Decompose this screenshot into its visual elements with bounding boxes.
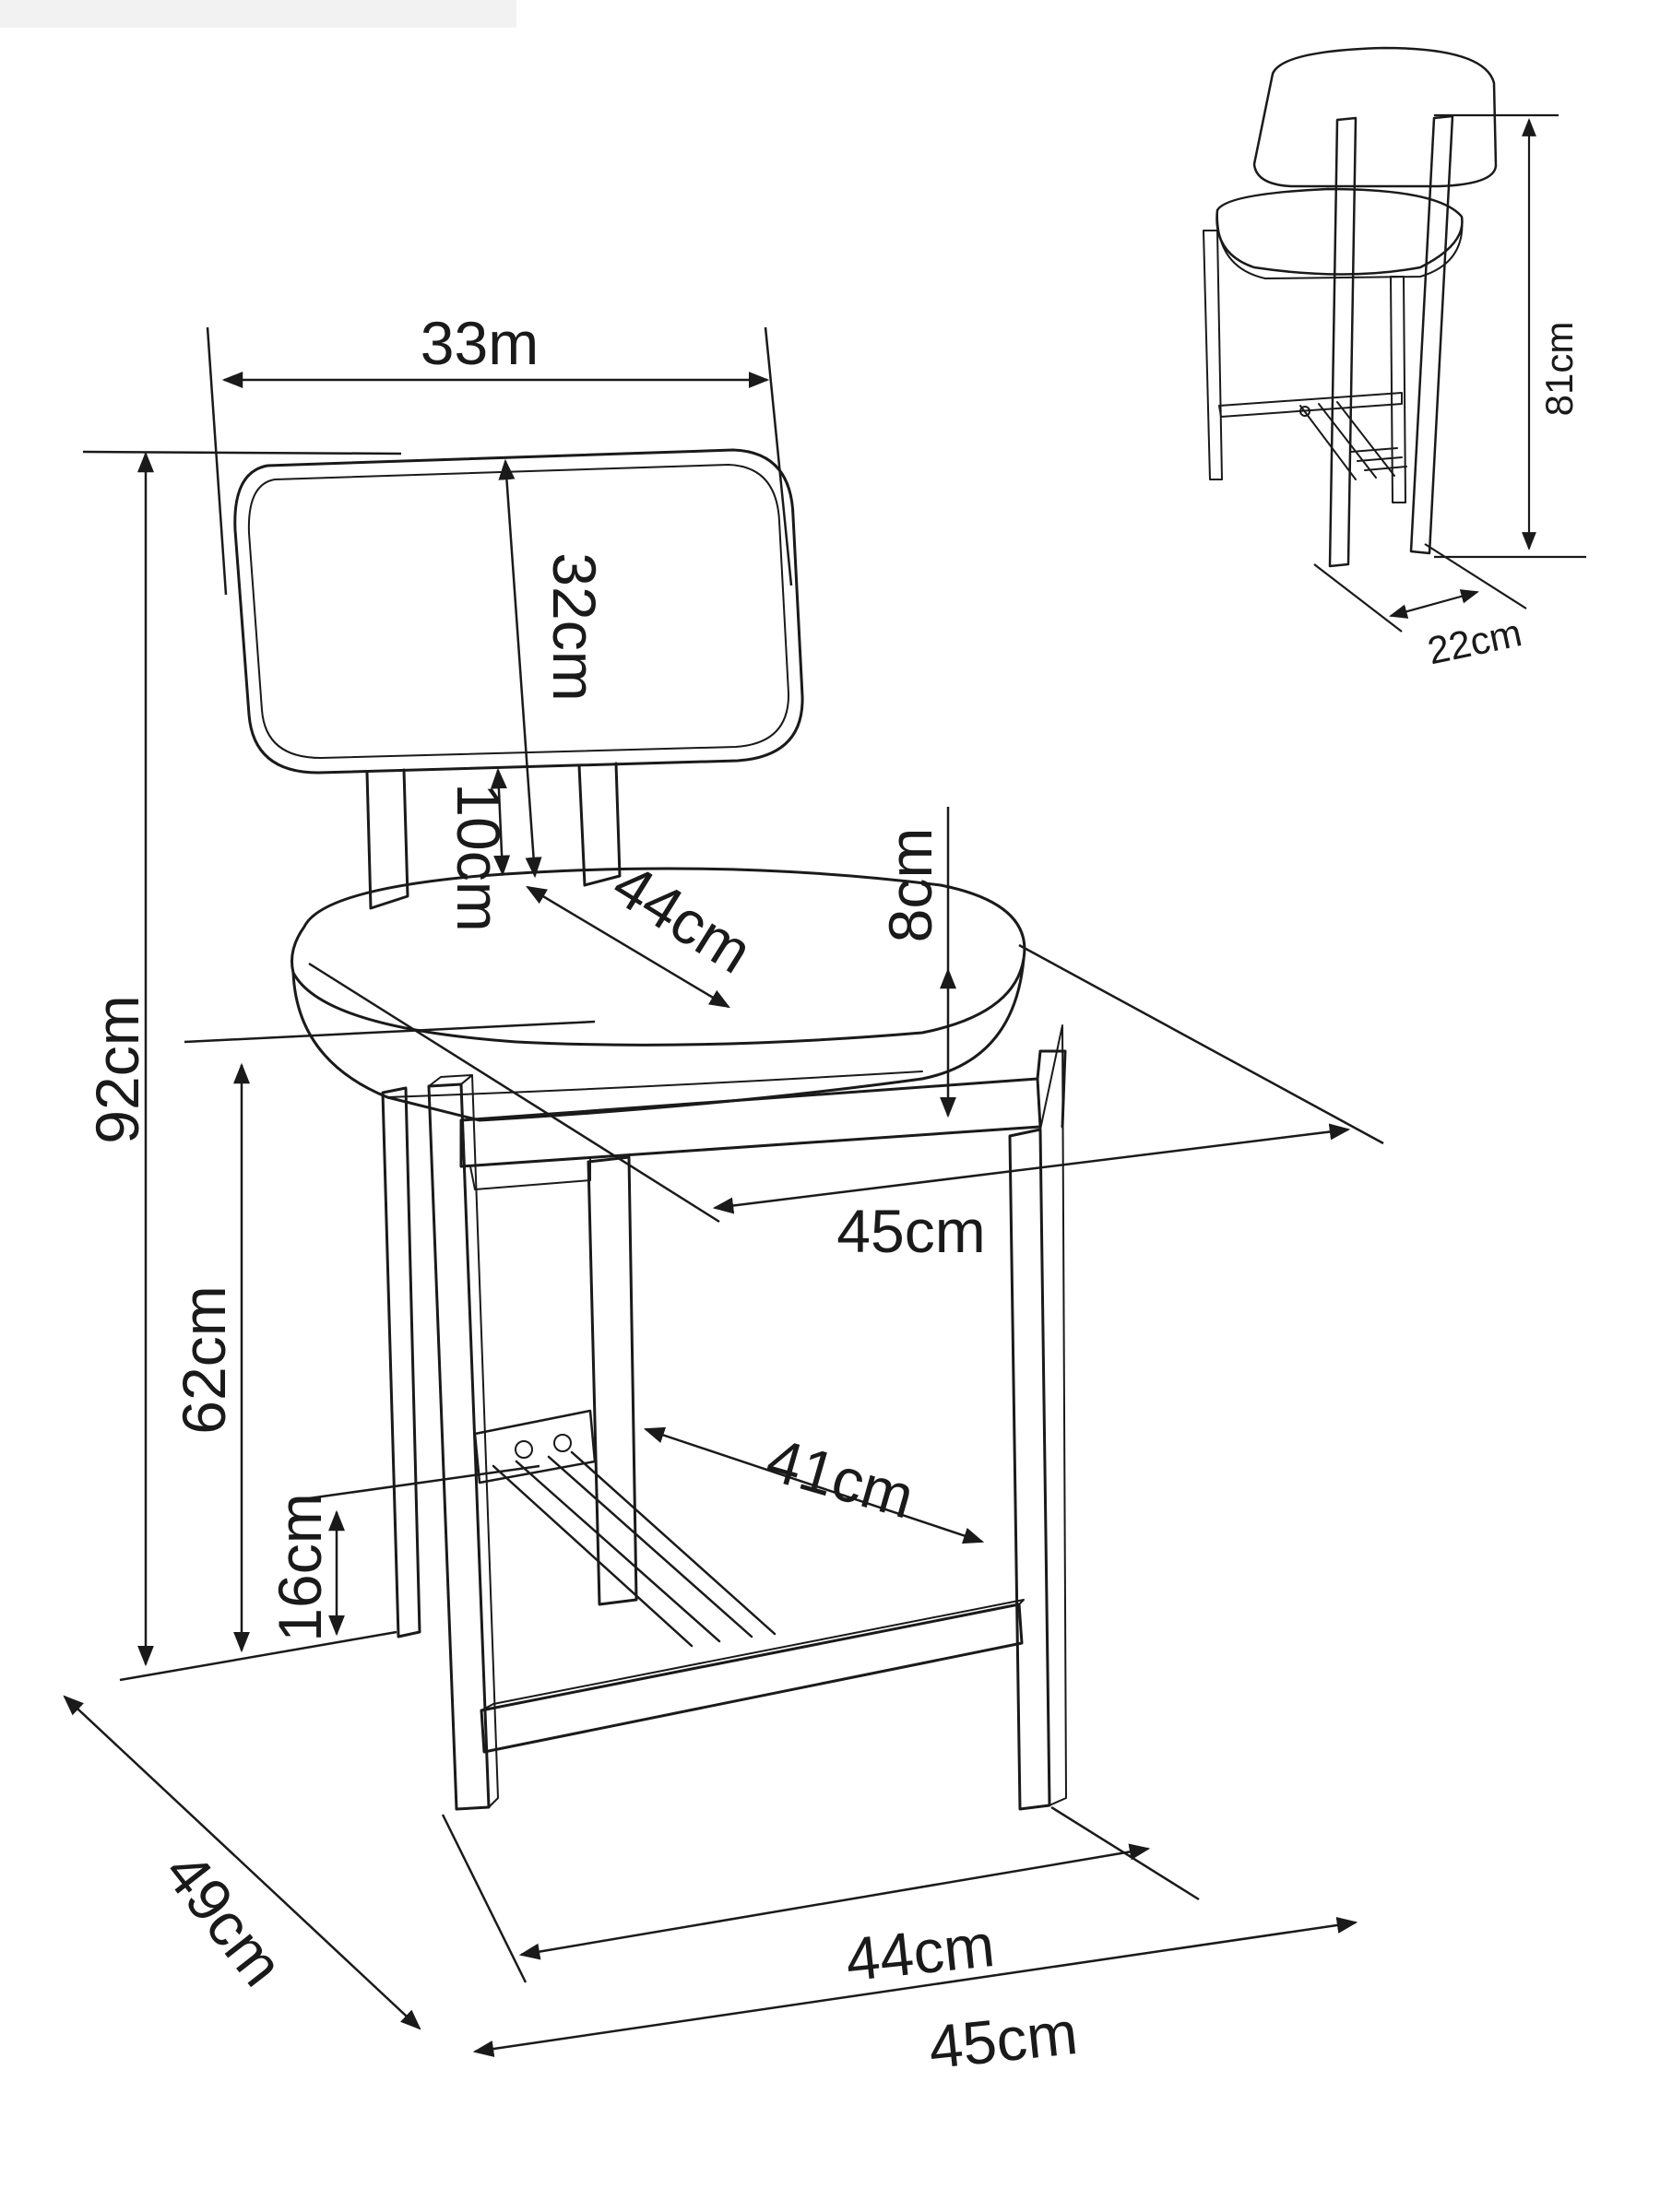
inset-dim-depth <box>1389 589 1479 619</box>
inset-rear-leg-left <box>1328 116 1358 568</box>
label-backrest-width: 33m <box>421 309 539 377</box>
dim-seat-width-ext-left <box>308 962 720 1224</box>
label-backrest-gap: 10cm <box>445 783 513 931</box>
dim-seat-width-ext-right <box>1018 943 1384 1145</box>
inset-dim-depth-ext-right <box>1424 543 1527 609</box>
label-seat-height: 62cm <box>170 1285 238 1434</box>
dim-backrest-width-ext-left <box>206 326 228 596</box>
front-right-leg-side <box>1039 1024 1067 1806</box>
inset-footrest-3 <box>1336 401 1395 477</box>
backrest <box>233 448 804 775</box>
dim-base-outer <box>472 1917 1358 2057</box>
inset-front-leg-left <box>1203 230 1223 480</box>
label-base-inner: 44cm <box>842 1910 997 1993</box>
main-dimensions <box>63 326 1384 2057</box>
seat-frame-front <box>459 1077 1042 1168</box>
inset-crossbar <box>1218 392 1403 418</box>
dim-seat-depth <box>526 885 730 1009</box>
inset-rear-leg-right <box>1409 114 1454 555</box>
front-left-leg <box>427 1082 491 1811</box>
label-base-depth: 49cm <box>151 1839 297 1998</box>
label-seat-thickness: 8cm <box>876 828 944 943</box>
label-base-outer: 45cm <box>925 1998 1080 2081</box>
dim-base-inner-ext-left <box>441 1814 528 1983</box>
inset-footrest-rungs <box>1350 447 1407 471</box>
label-footrest-height: 16cm <box>266 1493 334 1641</box>
inset-dimensions <box>1313 113 1586 633</box>
dim-backrest-width-ext-right <box>764 326 793 586</box>
footrest-bar-1 <box>492 1464 694 1648</box>
inset-labels: 81cm 22cm <box>1424 322 1581 673</box>
dim-total-height-ext-bottom <box>119 1630 397 1682</box>
inset-label-height: 81cm <box>1537 322 1581 417</box>
side-crossbar <box>469 1157 591 1190</box>
inset-chair <box>1203 46 1498 568</box>
label-backrest-height: 32cm <box>540 552 609 701</box>
label-seat-width: 45cm <box>836 1197 985 1265</box>
inset-dim-depth-ext-left <box>1313 563 1403 633</box>
dim-backrest-gap <box>490 767 511 877</box>
inset-backrest <box>1252 46 1498 188</box>
footrest-bolt-2 <box>553 1434 572 1452</box>
dim-base-inner <box>518 1843 1151 1960</box>
front-crossbar <box>480 1603 1024 1754</box>
label-footrest-width: 41cm <box>760 1425 922 1532</box>
inset-seat <box>1215 187 1464 276</box>
label-total-height: 92cm <box>83 995 151 1143</box>
dim-backrest-height <box>498 458 542 879</box>
front-crossbar-top <box>480 1599 1025 1711</box>
footrest-bolt-1 <box>515 1440 533 1459</box>
dim-base-depth <box>63 1695 421 2030</box>
seat-frame-side <box>1036 1049 1067 1129</box>
footrest-bar-3 <box>547 1455 753 1638</box>
back-post-left <box>365 768 409 910</box>
footrest-bar-2 <box>515 1460 721 1643</box>
inset-label-depth: 22cm <box>1424 610 1525 672</box>
inset-footrest-2 <box>1318 403 1377 479</box>
dim-footrest-width <box>643 1426 985 1544</box>
front-left-leg-inner <box>460 1074 499 1808</box>
dim-total-height-ext-top <box>82 450 402 455</box>
footrest-bracket <box>473 1409 597 1485</box>
dim-seat-height-ext-top <box>184 1020 596 1044</box>
seat-bottom-line <box>386 1071 923 1098</box>
inset-front-leg-right <box>1390 276 1406 503</box>
back-right-leg <box>587 1155 638 1606</box>
footrest-bar-4 <box>570 1450 777 1636</box>
backrest-inner-edge <box>247 464 790 759</box>
inset-footrest-bolt <box>1299 406 1310 417</box>
dim-footrest-height-ext <box>308 1464 540 1500</box>
dim-seat-width <box>712 1123 1351 1214</box>
inset-footrest-1 <box>1299 405 1357 480</box>
back-left-leg <box>381 1086 421 1638</box>
inset-seat-side <box>1215 209 1464 279</box>
main-chair <box>233 448 1067 1811</box>
front-right-leg <box>1008 1128 1051 1811</box>
main-labels: 33m 92cm 32cm 10cm 44cm 8cm 45cm 62cm 16… <box>83 309 1081 2081</box>
back-post-right <box>577 762 622 887</box>
top-edge-artifact <box>0 0 516 28</box>
